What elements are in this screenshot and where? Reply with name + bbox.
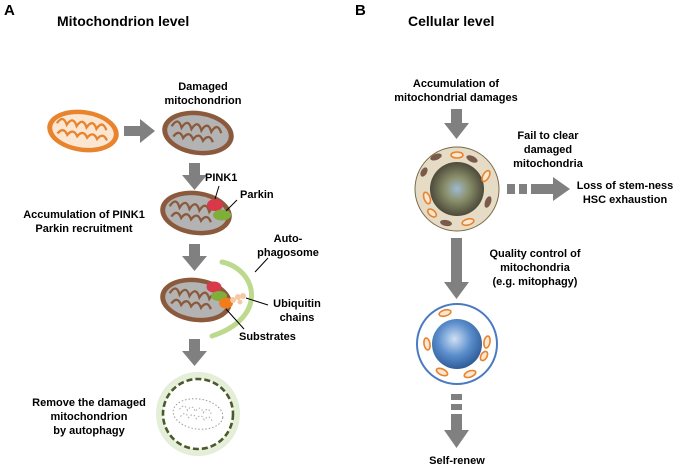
pink1-protein — [206, 281, 222, 293]
fail-clear-line2: damaged — [523, 144, 573, 156]
arrow-down-icon — [182, 339, 207, 366]
dashed-arrow-down-icon — [444, 394, 469, 448]
autophagosome-label-line2: phagosome — [257, 247, 319, 259]
accumulation-pink1-line1: Accumulation of PINK1 — [23, 209, 145, 221]
pink1-protein — [207, 199, 223, 211]
parkin-protein — [213, 209, 231, 221]
fail-clear-line1: Fail to clear — [517, 130, 579, 142]
damaged-mitochondrion-pink1-parkin — [160, 185, 238, 236]
autophagosome-membrane — [209, 259, 254, 339]
loss-stemness-line1: Loss of stem-ness — [576, 180, 674, 192]
remove-label-line2: mitochondrion — [50, 411, 128, 423]
healthy-mitochondrion — [47, 109, 119, 153]
arrow-down-icon — [182, 163, 207, 190]
ubiquitin-label-line2: chains — [279, 312, 315, 324]
dashed-arrow-right-icon — [507, 177, 570, 201]
quality-control-line3: (e.g. mitophagy) — [492, 276, 578, 288]
remove-label-line1: Remove the damaged — [32, 397, 146, 409]
healthy-stem-cell — [416, 303, 498, 385]
damaged-mitochondrion — [162, 110, 234, 156]
arrow-right-icon — [124, 119, 155, 143]
panel-b-letter: B — [355, 2, 366, 19]
remove-label-line3: by autophagy — [53, 425, 125, 437]
accumulation-damage-line2: mitochondrial damages — [394, 92, 518, 104]
mitochondrion-autophagosome — [160, 257, 269, 339]
arrow-down-icon — [182, 244, 207, 271]
damaged-mito-label-line1: Damaged — [178, 81, 228, 93]
arrow-down-icon — [444, 238, 469, 299]
quality-control-line2: mitochondria — [500, 262, 570, 274]
ubiquitin-chain-icon — [230, 293, 246, 305]
panel-a-title: Mitochondrion level — [57, 13, 190, 29]
self-renew-label: Self-renew — [429, 455, 485, 467]
arrow-down-icon — [444, 109, 469, 139]
panel-a-letter: A — [4, 2, 15, 19]
panel-b-title: Cellular level — [408, 13, 495, 29]
pink1-label: PINK1 — [205, 172, 238, 184]
accumulation-pink1-line2: Parkin recruitment — [35, 223, 133, 235]
autophagosome — [156, 372, 240, 456]
damaged-stem-cell — [414, 146, 500, 232]
damaged-mito-label-line2: mitochondrion — [164, 95, 242, 107]
loss-stemness-line2: HSC exhaustion — [582, 194, 668, 206]
ubiquitin-label-line1: Ubiquitin — [273, 298, 321, 310]
fail-clear-line3: mitochondria — [513, 158, 583, 170]
autophagosome-label-line1: Auto- — [273, 233, 303, 245]
accumulation-damage-line1: Accumulation of — [412, 78, 500, 90]
quality-control-line1: Quality control of — [489, 248, 581, 260]
substrates-label: Substrates — [239, 331, 296, 343]
parkin-label: Parkin — [240, 189, 274, 201]
substrate-protein — [219, 297, 233, 309]
